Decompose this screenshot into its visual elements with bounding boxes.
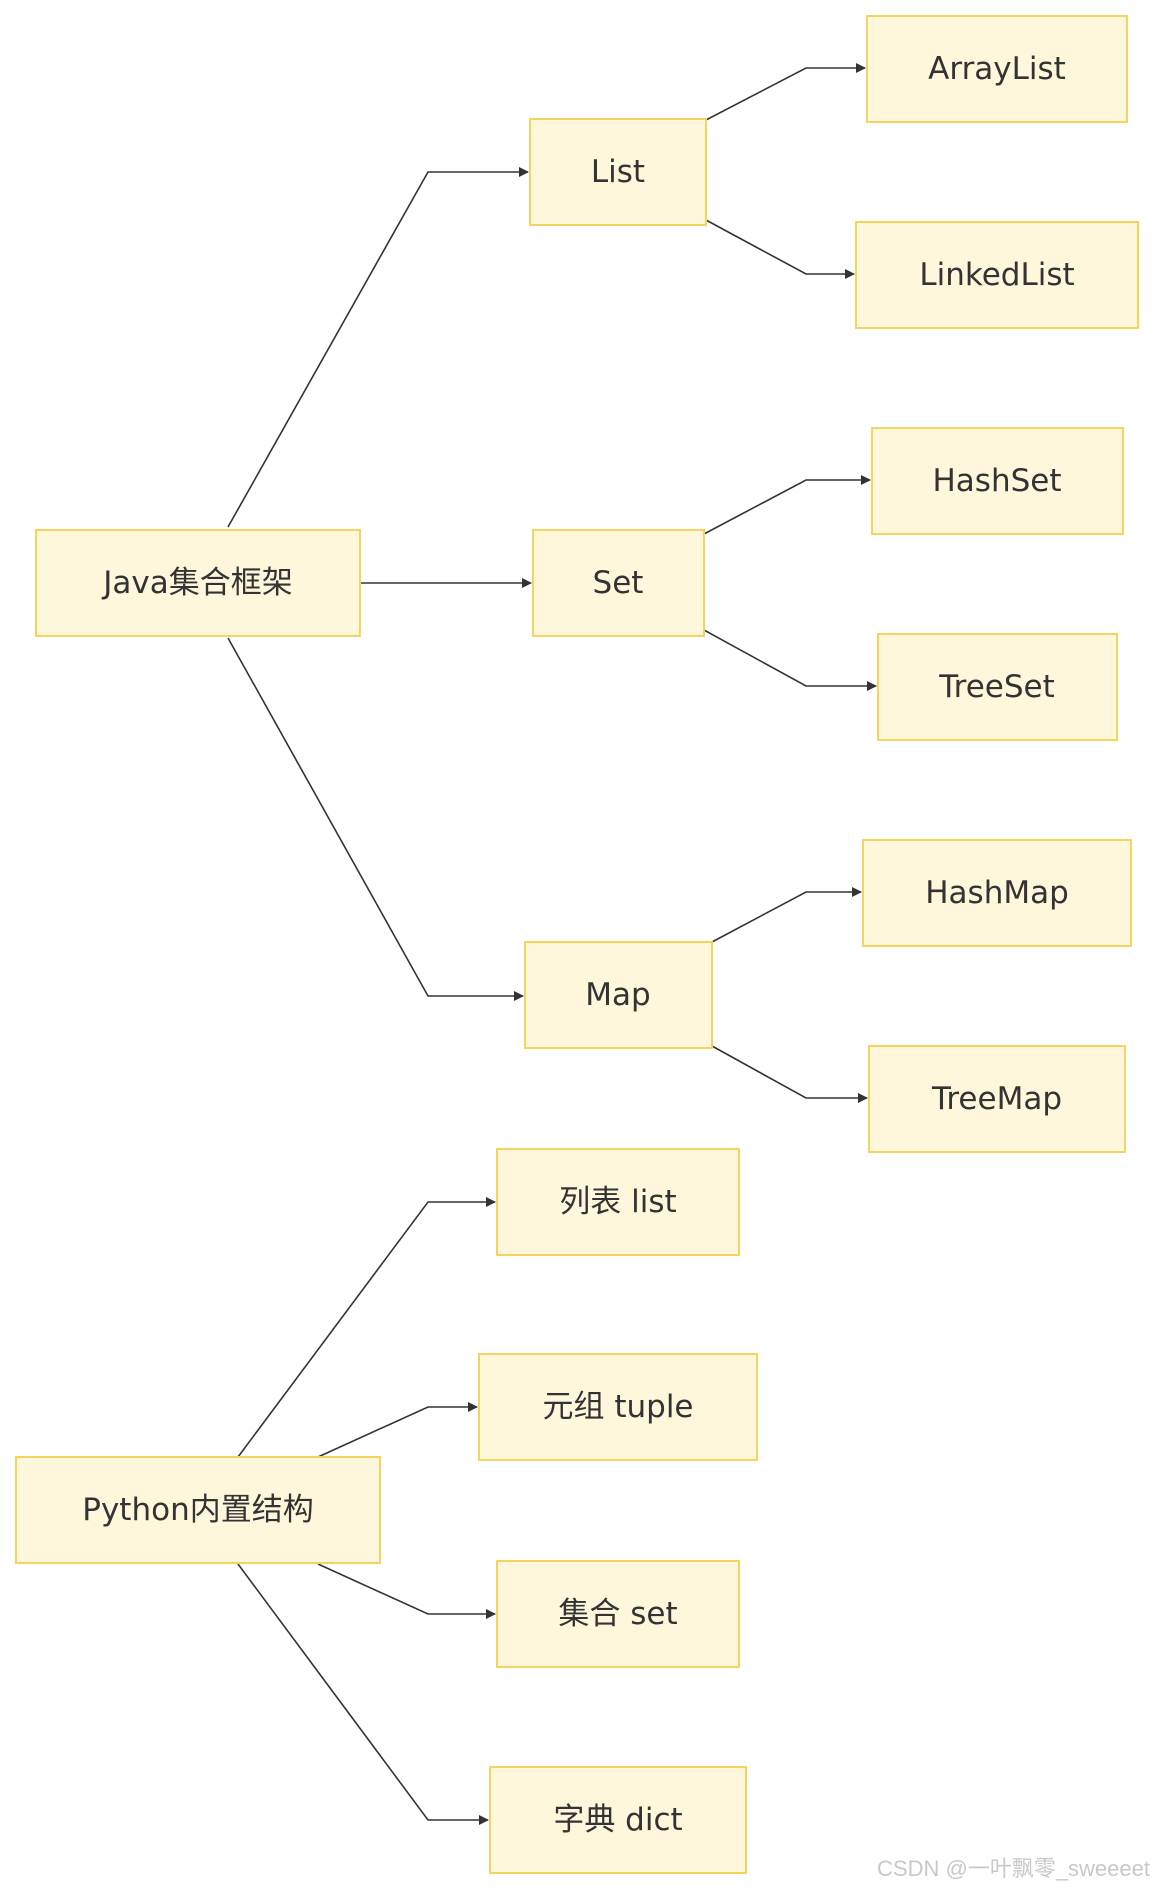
- node-py-dict-label: 字典 dict: [553, 1802, 682, 1838]
- node-arraylist-label: ArrayList: [928, 51, 1066, 87]
- node-python: Python内置结构: [15, 1456, 381, 1564]
- edge-python-dict: [237, 1563, 489, 1825]
- edge-python-set: [317, 1563, 496, 1619]
- edge-map-hashmap: [711, 887, 862, 943]
- node-map-label: Map: [585, 977, 650, 1013]
- edge-python-tuple: [317, 1402, 478, 1458]
- node-set: Set: [532, 529, 705, 637]
- node-py-tuple-label: 元组 tuple: [542, 1389, 693, 1425]
- node-py-set: 集合 set: [496, 1560, 740, 1668]
- nodes: Java集合框架 List ArrayList LinkedList Set H…: [15, 15, 1139, 1874]
- node-hashmap: HashMap: [862, 839, 1132, 947]
- watermark-text: CSDN @一叶飘零_sweeeet: [877, 1856, 1150, 1881]
- node-java-label: Java集合框架: [101, 565, 292, 601]
- edge-list-arraylist: [705, 63, 866, 121]
- node-linkedlist-label: LinkedList: [919, 257, 1074, 293]
- node-hashset-label: HashSet: [932, 463, 1061, 499]
- node-treeset-label: TreeSet: [938, 669, 1055, 705]
- node-hashset: HashSet: [871, 427, 1124, 535]
- node-treemap: TreeMap: [868, 1045, 1126, 1153]
- node-py-dict: 字典 dict: [489, 1766, 747, 1874]
- edge-java-list: [227, 167, 529, 528]
- node-hashmap-label: HashMap: [925, 875, 1069, 911]
- node-treeset: TreeSet: [877, 633, 1118, 741]
- node-python-label: Python内置结构: [82, 1492, 313, 1528]
- edge-set-treeset: [703, 629, 877, 691]
- node-py-set-label: 集合 set: [558, 1596, 677, 1632]
- node-py-list: 列表 list: [496, 1148, 740, 1256]
- edge-java-map: [227, 637, 524, 1001]
- node-set-label: Set: [593, 565, 644, 601]
- node-java: Java集合框架: [35, 529, 361, 637]
- edge-set-hashset: [703, 475, 871, 535]
- node-list-label: List: [591, 154, 645, 190]
- node-treemap-label: TreeMap: [931, 1081, 1062, 1117]
- edge-map-treemap: [711, 1045, 868, 1103]
- edges: [227, 63, 877, 1825]
- node-linkedlist: LinkedList: [855, 221, 1139, 329]
- node-arraylist: ArrayList: [866, 15, 1128, 123]
- node-py-tuple: 元组 tuple: [478, 1353, 758, 1461]
- node-map: Map: [524, 941, 713, 1049]
- node-list: List: [529, 118, 707, 226]
- edge-python-list: [237, 1197, 496, 1458]
- edge-list-linkedlist: [705, 219, 855, 279]
- node-py-list-label: 列表 list: [559, 1184, 676, 1220]
